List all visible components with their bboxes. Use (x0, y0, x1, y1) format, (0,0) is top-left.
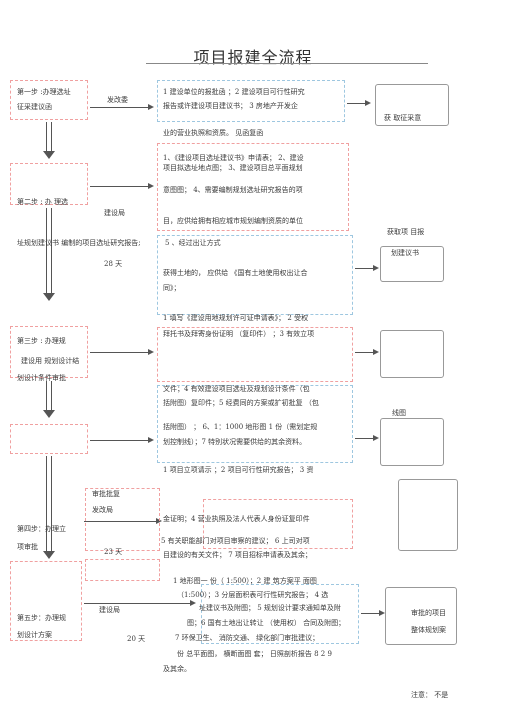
center-text-b5: 目，应供给拥有相应城市规划编制资质的单位 (163, 217, 303, 225)
step3-box (10, 326, 88, 378)
step2-box (10, 163, 88, 205)
center-text-g7: 及其余。 (163, 665, 191, 673)
arrow-center4-right (355, 349, 379, 355)
arrow-step3-center (90, 349, 154, 355)
center-text-f3: 目建设的有关文件； 7 项目招标申请表及其余； (163, 551, 312, 559)
center-box-8 (85, 559, 160, 581)
arrow-step1-center (90, 104, 154, 110)
arrow-down-2-head (43, 293, 55, 301)
step1-label-a: 第一步 :办理选址 (17, 88, 71, 96)
result-box-3 (380, 330, 444, 378)
step3b-box (10, 424, 88, 454)
result-box-2 (380, 246, 444, 282)
label-fagaiwei: 发改委 (107, 96, 128, 104)
center-text-a2: 报告或许建设项目建议书； 3 房地产开发企 (163, 102, 298, 110)
result-text-3: 线图 (392, 409, 406, 417)
result-box-4 (380, 418, 444, 466)
center-text-e4: 划控制线）；7 特别状况需要供给的其余资料。 (163, 438, 307, 446)
center-text-c2: 同》； (163, 284, 181, 292)
center-text-g6: 份 总平面图， 横断面图 套； 日照剖析报告 8 2 9 (177, 650, 332, 658)
result-text-4a: 审批的项目 (411, 609, 446, 617)
arrow-step2-center (90, 183, 154, 189)
step4-label-b: 项审批 (17, 543, 38, 551)
step1-box (10, 80, 88, 120)
page-title: 项目报建全流程 (193, 48, 313, 67)
center-text-b6: 5 、经过出让方式 (165, 239, 221, 247)
step3-label-a: 第三步 : 办理规 (17, 337, 66, 345)
center-text-g3: 址建议书及附图； 5 规划设计要求通知单及附 (199, 604, 341, 612)
step5-label-a: 第五步：办理规 (17, 614, 66, 622)
label-jianshe-2: 建设局 (99, 606, 120, 614)
step3-label-c: 划设计条件审批 (17, 374, 66, 382)
arrow-down-4 (46, 456, 52, 552)
center-text-b3: 项目拟选址地点图； 3、建设项目总平面规划 (163, 164, 303, 172)
center-text-f1: 金证明；4 营业执照及法人代表人身份证复印件 (163, 515, 310, 523)
label-shenpi: 审批批复 (92, 490, 120, 498)
center-box-4 (157, 327, 353, 382)
center-box-9 (201, 584, 359, 644)
arrow-down-2 (46, 208, 52, 294)
title-underline (146, 63, 428, 64)
arrow-center9-right (361, 610, 385, 616)
result-box-5 (398, 479, 458, 551)
footer-note: 注意： 不是 (411, 691, 449, 699)
center-text-c1: 获得土地的， 应供给 《国有土地使用权出让合 (163, 269, 308, 277)
center-text-e3: 括附图） ； 6、1：1000 地形图 1 份（需划定规 (163, 423, 318, 431)
center-text-g2: （1:500）；3 分层面积表可行性研究报告； 4 选 (177, 591, 329, 599)
arrow-step3b-center (90, 437, 154, 443)
step5-box (10, 561, 82, 641)
label-20-days: 20 天 (127, 635, 146, 643)
center-box-1 (157, 80, 345, 122)
center-text-b1: 业的营业执照和资质。 见函复函 (163, 129, 264, 137)
label-jianshe-1: 建设局 (104, 209, 125, 217)
center-box-3 (157, 235, 353, 315)
arrow-center3-right (355, 265, 379, 271)
center-text-e1: 文件；4 有效建设项目选址及规划设计条件（包 (163, 385, 310, 393)
center-text-g1: 1 地形图一 份（ 1:500）；2 建 筑方案平 面图 (173, 577, 317, 585)
center-text-f2: 5 有关职能部门对项目审察的建议； 6 上司对项 (161, 537, 310, 545)
center-text-d1: 1 填写《建设用地规划许可证申请表》； 2 受权 (163, 314, 309, 322)
center-box-6 (85, 488, 160, 551)
result-text-2b: 划建议书 (391, 249, 419, 257)
center-text-d2: 拜托书及拜寄身份证明 （复印件） ；3 有效立项 (163, 330, 315, 338)
result-text-4b: 整体规划案 (411, 626, 446, 634)
result-box-6 (385, 587, 457, 645)
center-box-2 (157, 143, 349, 231)
arrow-down-1-head (43, 151, 55, 159)
arrow-down-1 (46, 122, 52, 152)
result-box-1 (375, 84, 449, 126)
arrow-down-3-head (43, 410, 55, 418)
center-text-b2: 1、《建设项目选址建议书》申请表； 2、建设 (163, 154, 304, 162)
arrow-step5-center (84, 600, 196, 606)
arrow-center1-right (347, 100, 371, 106)
step2-continuation: 址规划建议书 编制的项目选址研究报告; (17, 239, 141, 247)
center-text-b4: 意图图； 4、需要编制规划选址研究报告的项 (163, 186, 303, 194)
center-text-e2: 括附图）复印件；5 经费同的方案或扩初批复 （包 (163, 399, 319, 407)
arrow-center5-right (355, 435, 379, 441)
step4-label-a: 第四步：办理立 (17, 525, 66, 533)
label-23-days: 23 天 (104, 548, 123, 556)
center-box-7 (203, 499, 353, 549)
center-text-a1: 1 建设单位的报批函 ；2 建设项目可行性研究 (163, 88, 305, 96)
result-text-2a: 获取项 目报 (387, 228, 425, 236)
center-text-g4: 图；6 国有土地出让转让 （使用权） 合同及附图； (187, 619, 346, 627)
step5-label-b: 划设计方案 (17, 631, 52, 639)
label-fagaiju: 发改局 (92, 506, 113, 514)
center-text-e5: 1 项目立项请示 ；2 项目可行性研究报告； 3 资 (163, 466, 314, 474)
label-28-days: 28 天 (104, 260, 123, 268)
result-text-1: 获 取征采意 (384, 114, 422, 122)
arrow-down-4-head (43, 551, 55, 559)
center-box-5 (157, 385, 353, 463)
step3-label-b: 建设用 规划设计结 (21, 357, 80, 365)
center-text-g5: 7 环保卫生、 消防交通、 绿化部门审批建议； (175, 634, 320, 642)
step2-label: 第二步 : 办 理选 (17, 198, 69, 206)
arrow-down-3 (46, 381, 52, 411)
step1-label-b: 征采建议函 (17, 103, 52, 111)
